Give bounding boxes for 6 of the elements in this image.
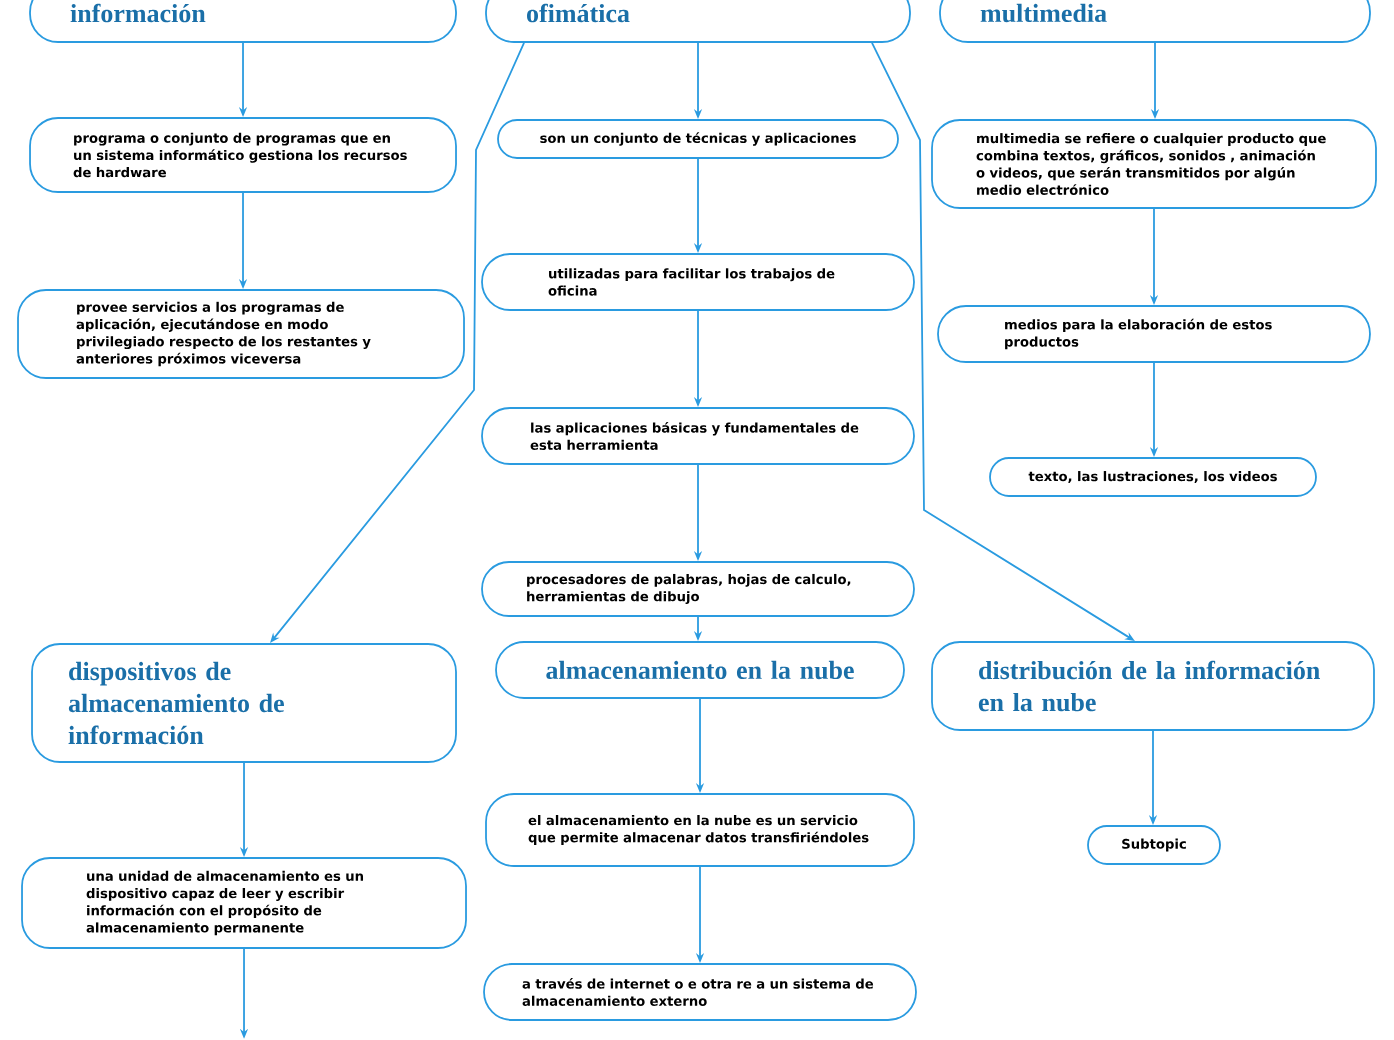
topic-box: dispositivos de almacenamiento de información [31,643,457,763]
topic-box: almacenamiento en la nube [495,641,905,699]
topic-box: multimedia [939,0,1371,43]
topic-box: ofimática [485,0,911,43]
topic-box: información [29,0,457,43]
topic-box: distribución de la información en la nube [931,641,1375,731]
